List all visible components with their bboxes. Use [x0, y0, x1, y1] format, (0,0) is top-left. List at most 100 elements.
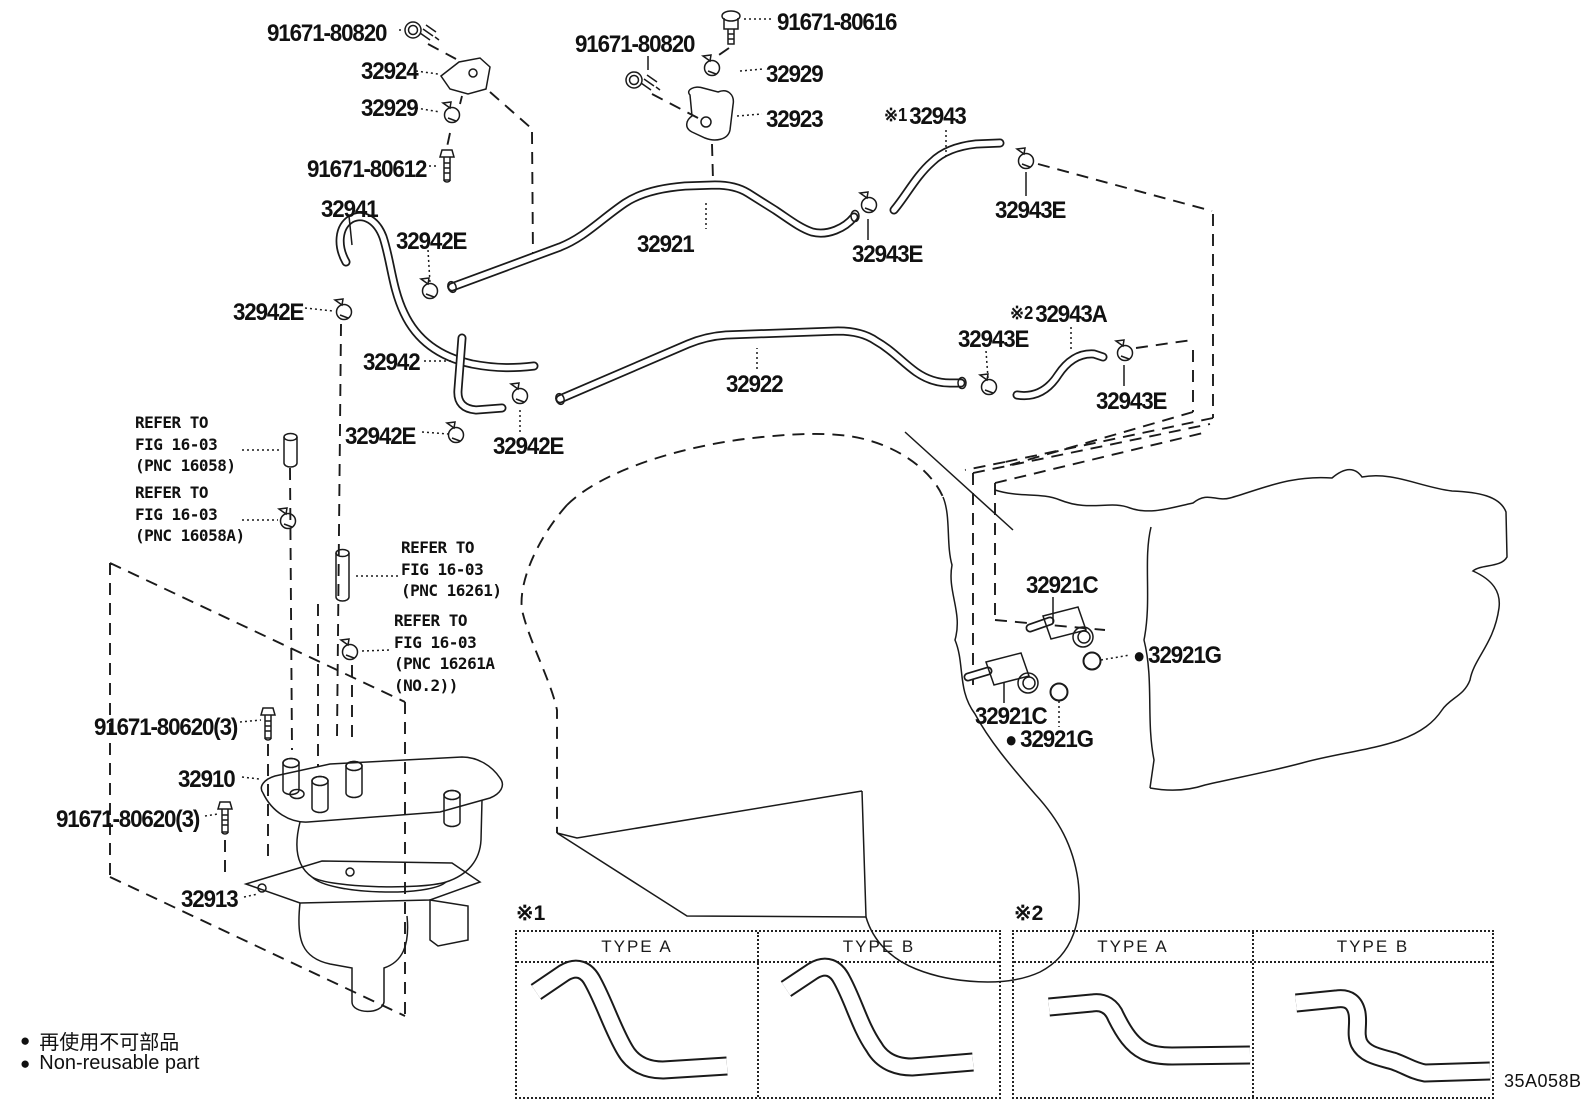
type-a-cell — [517, 963, 759, 1097]
clamp-icon — [702, 54, 721, 77]
clamp-icon — [510, 382, 529, 405]
refer-line: (PNC 16261) — [401, 581, 502, 600]
part-number: 32921G — [1148, 642, 1222, 669]
part-label-32929-1: 32929 — [361, 95, 419, 122]
refer-line: (PNC 16058A) — [135, 526, 245, 545]
type-a-header: TYPE A — [1014, 932, 1254, 961]
variant-table-2: TYPE A TYPE B — [1012, 930, 1494, 1099]
refer-note-16058: REFER TO FIG 16-03 (PNC 16058) — [135, 412, 236, 477]
part-label-32921G-1: ●32921G — [1133, 642, 1222, 669]
clamp-icon — [859, 191, 878, 214]
cooler-stud — [345, 760, 363, 799]
table-1-marker: ※1 — [516, 902, 546, 925]
part-number: 32921G — [1020, 726, 1094, 753]
part-label-91671-80820-2: 91671-80820 — [575, 31, 695, 58]
part-label-32921G-2: ●32921G — [1005, 726, 1094, 753]
part-label-32913: 32913 — [181, 886, 239, 913]
non-reusable-bullet-icon: ● — [1005, 727, 1018, 752]
part-label-32943A: ※232943A — [1010, 301, 1108, 328]
pipe-32921-drawing — [447, 130, 1214, 471]
part-label-32942: 32942 — [363, 349, 421, 376]
part-label-32921: 32921 — [637, 231, 695, 258]
non-reusable-bullet-icon: ● — [1133, 643, 1146, 668]
refer-parts-drawing — [242, 432, 398, 766]
part-label-32942E-3: 32942E — [345, 423, 416, 450]
refer-line: (PNC 16261A — [394, 654, 495, 673]
refer-line: FIG 16-03 — [135, 434, 218, 454]
clamp-icon — [446, 421, 465, 444]
refer-line: FIG 16-03 — [394, 632, 477, 652]
legend-row-jp: ● 再使用不可部品 — [20, 1026, 179, 1055]
clamp-icon — [334, 298, 353, 321]
part-label-32943: ※132943 — [884, 103, 967, 130]
refer-line: REFER TO — [135, 413, 209, 432]
bolt-icon — [439, 149, 455, 183]
refer-line: (PNC 16058) — [135, 456, 236, 475]
variant-table-1: TYPE A TYPE B — [515, 930, 1001, 1099]
hose-32942-drawing — [421, 333, 529, 444]
figure-code: 35A058B — [1504, 1071, 1582, 1091]
legend-text-en: Non-reusable part — [39, 1052, 200, 1074]
cooler-stud — [311, 775, 329, 814]
refer-note-16261A: REFER TO FIG 16-03 (PNC 16261A (NO.2)) — [394, 610, 495, 696]
clamp-icon — [442, 101, 461, 124]
variant-table-2-body — [1014, 963, 1492, 1097]
bolt-icon — [217, 801, 233, 835]
type-a-header: TYPE A — [517, 932, 759, 961]
part-label-32942E-1: 32942E — [396, 228, 467, 255]
refer-line: FIG 16-03 — [401, 559, 484, 579]
part-label-32923: 32923 — [766, 106, 824, 133]
bolt-icon — [404, 21, 440, 41]
type-b-header: TYPE B — [1336, 937, 1410, 956]
reference-mark: ※1 — [884, 105, 908, 125]
part-label-32929-2: 32929 — [766, 61, 824, 88]
part-label-32942E-2: 32942E — [233, 299, 304, 326]
cooler-stud — [282, 757, 300, 796]
variant-table-1-header: TYPE A TYPE B — [517, 932, 999, 963]
part-label-32910: 32910 — [178, 766, 236, 793]
non-reusable-bullet-icon: ● — [20, 1053, 31, 1073]
cooler-stud — [443, 789, 461, 828]
part-label-32922: 32922 — [726, 371, 784, 398]
table-2-marker: ※2 — [1014, 902, 1044, 925]
reference-mark: ※2 — [1010, 303, 1034, 323]
part-label-32942E-4: 32942E — [493, 433, 564, 460]
clamp-icon — [278, 507, 297, 530]
clamp-icon — [1115, 339, 1134, 362]
legend-text-jp: 再使用不可部品 — [39, 1032, 180, 1054]
part-label-91671-80612: 91671-80612 — [307, 156, 427, 183]
clamp-icon — [420, 277, 439, 300]
variant-table-1-body — [517, 963, 999, 1097]
clamp-icon — [1016, 147, 1035, 170]
clamp-icon — [340, 638, 359, 661]
bolt-icon — [260, 707, 276, 741]
part-label-32943E-2: 32943E — [852, 241, 923, 268]
bracket-32924-cluster — [399, 21, 534, 259]
variant-table-2-header: TYPE A TYPE B — [1014, 932, 1492, 963]
part-label-32941: 32941 — [321, 196, 379, 223]
part-number: 32943 — [909, 103, 967, 130]
non-reusable-bullet-icon: ● — [20, 1030, 31, 1050]
part-label-91671-80620-1: 91671-80620(3) — [94, 714, 238, 741]
refer-line: REFER TO — [401, 538, 475, 557]
part-label-32921C-1: 32921C — [1026, 572, 1099, 599]
refer-note-16058A: REFER TO FIG 16-03 (PNC 16058A) — [135, 482, 245, 547]
refer-line: (NO.2)) — [394, 675, 458, 695]
refer-line: REFER TO — [394, 611, 468, 630]
part-label-91671-80820-1: 91671-80820 — [267, 20, 387, 47]
refer-line: FIG 16-03 — [135, 504, 218, 524]
bolt-icon — [625, 71, 661, 91]
detail-box-left — [109, 562, 406, 1017]
part-label-91671-80620-2: 91671-80620(3) — [56, 806, 200, 833]
type-b-cell — [1254, 963, 1492, 1097]
part-label-32924: 32924 — [361, 58, 419, 85]
part-number: 32943A — [1035, 301, 1108, 328]
part-label-91671-80616: 91671-80616 — [777, 9, 897, 36]
type-b-header: TYPE B — [842, 937, 916, 956]
legend-row-en: ● Non-reusable part — [20, 1052, 199, 1075]
oil-cooler-32910-drawing — [204, 707, 504, 893]
part-label-32943E-4: 32943E — [1096, 388, 1167, 415]
refer-line: REFER TO — [135, 483, 209, 502]
refer-note-16261: REFER TO FIG 16-03 (PNC 16261) — [401, 537, 502, 602]
